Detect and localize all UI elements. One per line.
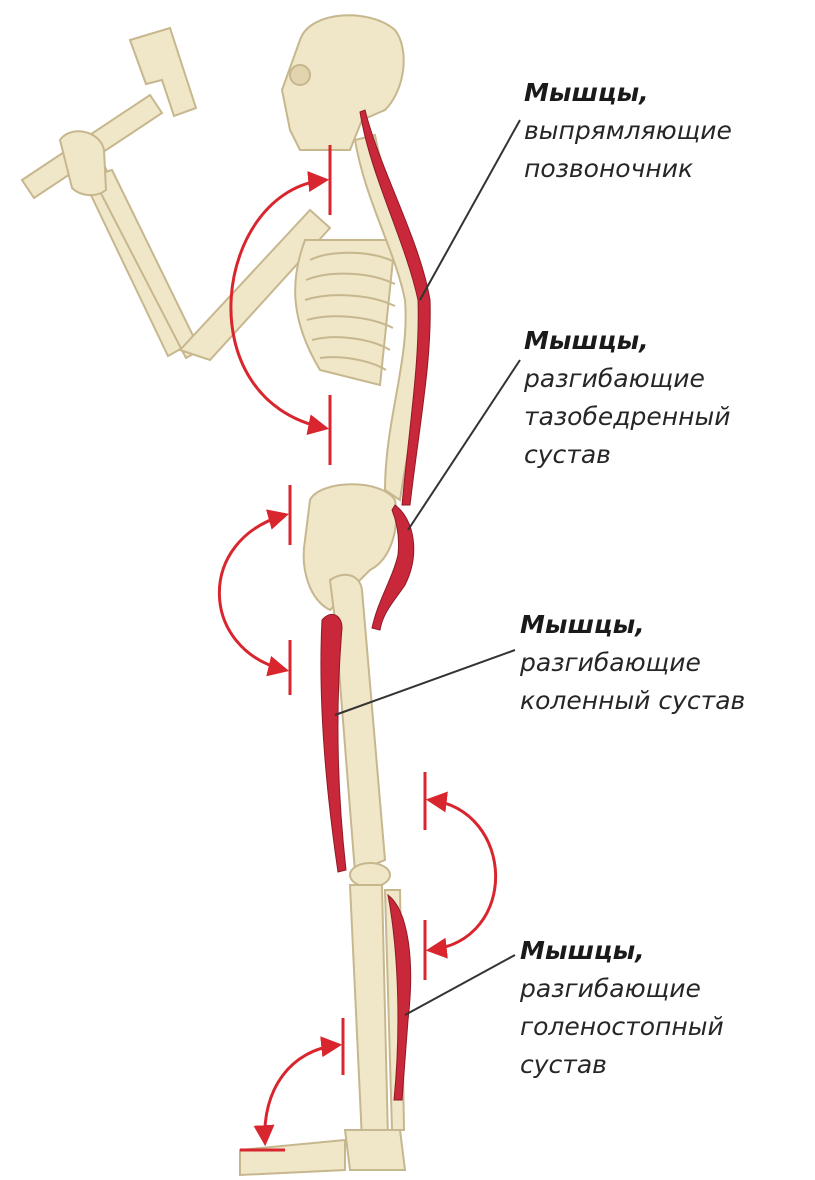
- label-line: сустав: [520, 1046, 724, 1084]
- rib-cage: [295, 240, 395, 385]
- leader-spine: [420, 120, 520, 300]
- label-spine-extensors: Мышцы, выпрямляющие позвоночник: [524, 74, 732, 188]
- label-line: разгибающие: [520, 970, 724, 1008]
- leader-ankle: [405, 955, 515, 1015]
- label-line: сустав: [524, 436, 730, 474]
- label-line: голеностопный: [520, 1008, 724, 1046]
- label-heading: Мышцы,: [524, 74, 732, 112]
- label-line: позвоночник: [524, 150, 732, 188]
- label-knee-extensors: Мышцы, разгибающие коленный сустав: [520, 606, 745, 720]
- label-line: разгибающие: [524, 360, 730, 398]
- label-heading: Мышцы,: [520, 606, 745, 644]
- arm-bones: [60, 131, 330, 360]
- skull: [282, 15, 404, 150]
- label-ankle-extensors: Мышцы, разгибающие голеностопный сустав: [520, 932, 724, 1084]
- label-heading: Мышцы,: [520, 932, 724, 970]
- label-hip-extensors: Мышцы, разгибающие тазобедренный сустав: [524, 322, 730, 474]
- label-heading: Мышцы,: [524, 322, 730, 360]
- label-line: тазобедренный: [524, 398, 730, 436]
- label-line: разгибающие: [520, 644, 745, 682]
- label-line: выпрямляющие: [524, 112, 732, 150]
- label-line: коленный сустав: [520, 682, 745, 720]
